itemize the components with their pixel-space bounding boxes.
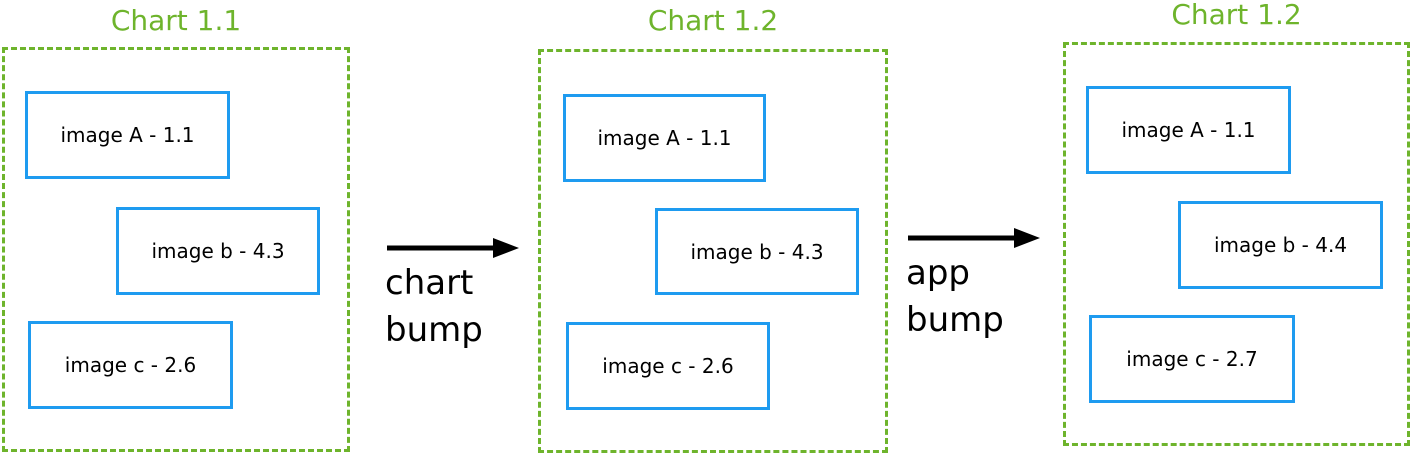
image-a-node: image A - 1.1 (1086, 86, 1291, 174)
arrow-label-line1: chart (385, 263, 474, 303)
chart-3-boundary-box: image A - 1.1 image b - 4.4 image c - 2.… (1063, 42, 1410, 446)
image-a-node: image A - 1.1 (563, 94, 766, 182)
chart-bump-transition: chart bump (385, 238, 520, 354)
chart-2-title: Chart 1.2 (647, 4, 779, 37)
chart-3-title: Chart 1.2 (1171, 0, 1302, 31)
arrow-label-line1: app (906, 253, 970, 293)
arrow-label: app bump (906, 250, 1041, 344)
image-b-node: image b - 4.3 (655, 208, 859, 295)
image-c-node: image c - 2.6 (28, 321, 233, 409)
image-c-node: image c - 2.6 (566, 322, 770, 410)
arrow-label-line2: bump (385, 310, 483, 350)
app-bump-transition: app bump (906, 228, 1041, 344)
right-arrow-icon (387, 238, 519, 258)
image-c-node: image c - 2.7 (1089, 315, 1295, 403)
chart-1-title: Chart 1.1 (110, 4, 242, 37)
chart-1-boundary-box: image A - 1.1 image b - 4.3 image c - 2.… (2, 47, 350, 452)
arrow-label-line2: bump (906, 300, 1004, 340)
right-arrow-icon (908, 228, 1040, 248)
image-b-node: image b - 4.4 (1178, 201, 1383, 289)
image-b-node: image b - 4.3 (116, 207, 320, 295)
chart-2-boundary-box: image A - 1.1 image b - 4.3 image c - 2.… (538, 49, 888, 453)
arrow-label: chart bump (385, 260, 520, 354)
image-a-node: image A - 1.1 (25, 91, 230, 179)
